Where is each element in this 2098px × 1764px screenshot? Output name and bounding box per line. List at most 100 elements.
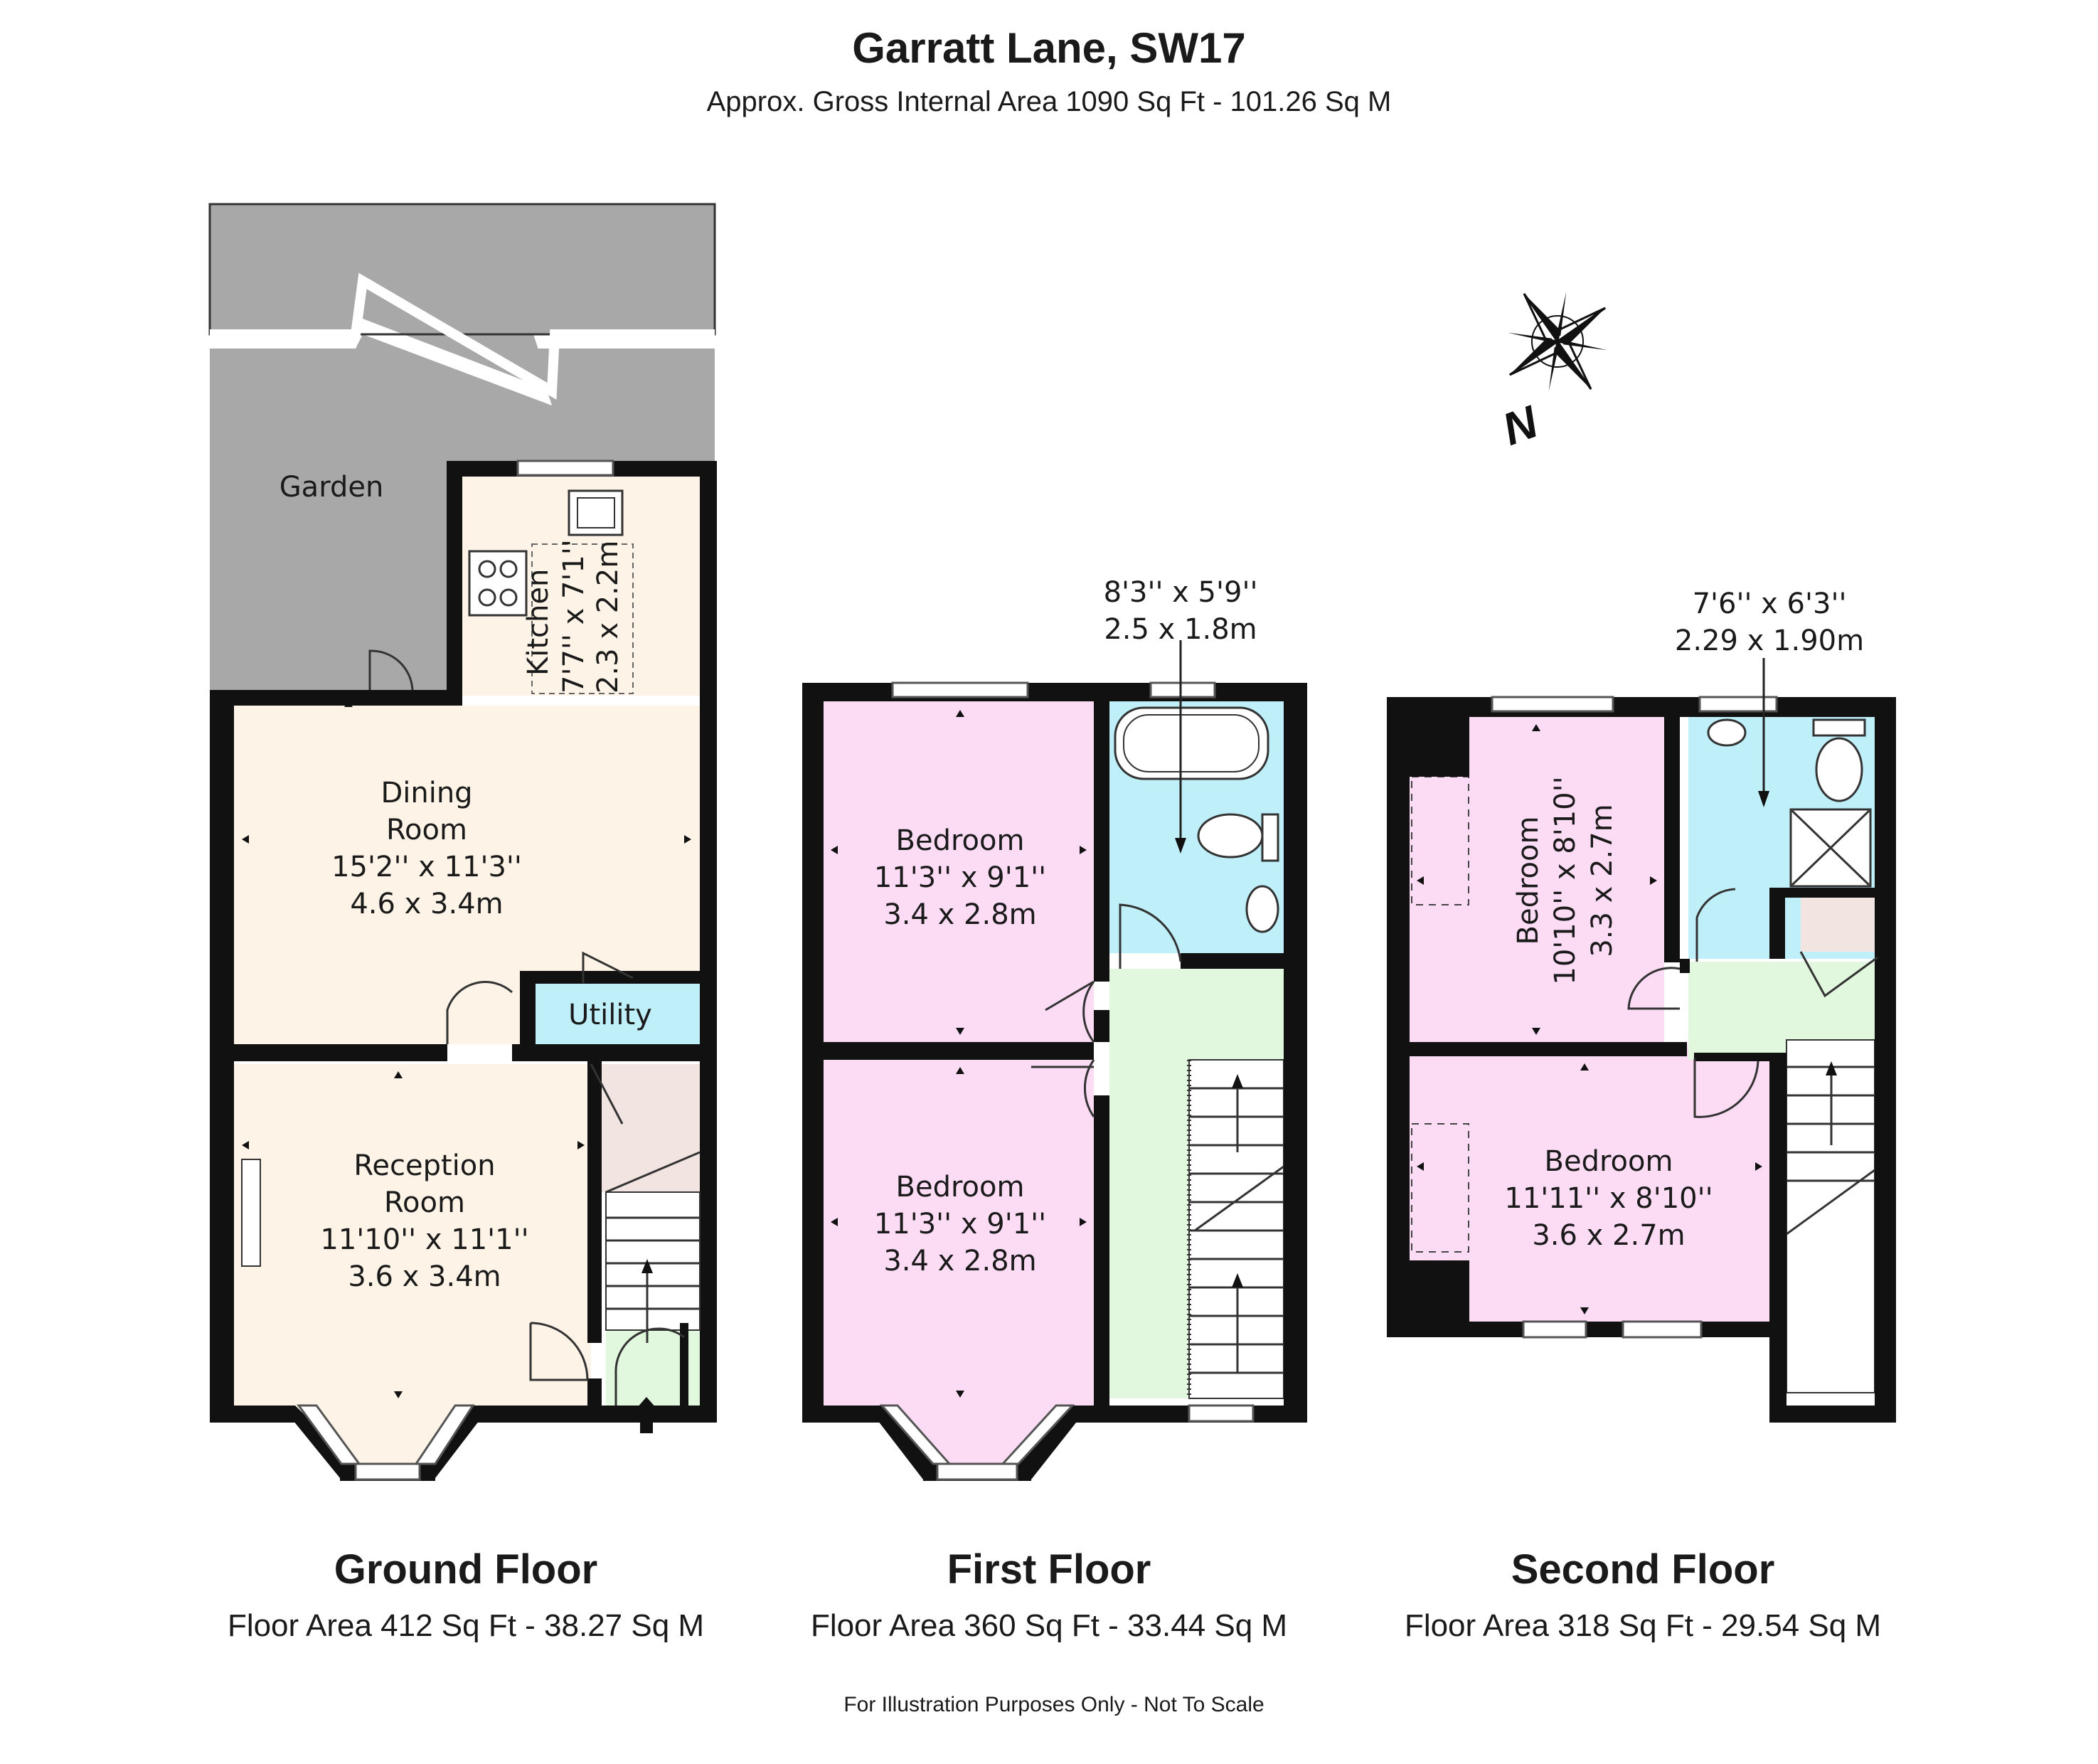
bedroom-window-left (1522, 1320, 1587, 1339)
disclaimer-footer: For Illustration Purposes Only - Not To … (843, 1693, 1264, 1716)
shower-door-icon (1695, 888, 1736, 962)
wall (1387, 697, 1410, 1337)
utility-door-icon (582, 951, 634, 983)
first-floor-title: First Floor (947, 1546, 1151, 1593)
garden-door-icon (368, 649, 414, 691)
wall (1094, 701, 1109, 982)
wall (281, 1406, 356, 1478)
bedroom-door-icon (1045, 980, 1095, 1043)
bay-window (354, 1462, 421, 1481)
wall (1017, 1406, 1090, 1479)
bedroom-window-right (1622, 1320, 1703, 1339)
bathroom-window (1149, 681, 1216, 698)
bedroom-rear-door-icon (1084, 1059, 1095, 1117)
second-dimension-ticks (1417, 724, 1762, 1314)
first-bathroom-imperial: 8'3'' x 5'9'' (1104, 576, 1258, 609)
wall (1094, 1095, 1109, 1406)
dining-metric: 4.6 x 3.4m (350, 888, 503, 920)
toilet-icon (1815, 737, 1863, 802)
wall (1875, 697, 1896, 1423)
kitchen-imperial: 7'7'' x 7'1'' (558, 539, 590, 694)
stair-window (1188, 1404, 1255, 1423)
wall (520, 971, 700, 984)
entrance-arrow-icon (640, 1412, 653, 1433)
bedroom-rear (824, 1060, 1094, 1406)
compass-rose-icon (1508, 292, 1607, 391)
second-shower-imperial: 7'6'' x 6'3'' (1693, 588, 1847, 620)
wall (802, 1406, 880, 1423)
dining-imperial: 15'2'' x 11'3'' (331, 851, 522, 883)
wall (210, 690, 234, 1421)
bedroom-front (824, 701, 1094, 1042)
first-bedroom-bottom-metric: 3.4 x 2.8m (883, 1245, 1036, 1277)
hob-icon (468, 550, 528, 617)
wall (802, 683, 824, 1423)
second-bedroom-top-imperial: 10'10'' x 8'10'' (1549, 776, 1582, 984)
first-bedroom-top-metric: 3.4 x 2.8m (883, 898, 1036, 931)
bath-icon (1114, 706, 1269, 780)
store-door-icon (590, 1063, 624, 1125)
bedroom-top-door-icon (1627, 967, 1681, 1010)
reception-door-icon (529, 1322, 589, 1381)
wall (520, 971, 536, 1061)
wall (1284, 683, 1307, 1423)
shower-window (1698, 696, 1778, 713)
kitchen-worktop (531, 543, 634, 694)
bay-window-left (879, 1404, 952, 1465)
first-floor-plan: 8'3'' x 5'9'' 2.5 x 1.8m Bedroom 11'3'' … (802, 576, 1307, 1643)
first-stairs (1187, 1059, 1284, 1399)
utility-label: Utility (568, 999, 652, 1031)
wall (824, 1042, 1094, 1060)
bedroom-bottom-door-icon (1693, 1058, 1759, 1118)
second-cupboard (1801, 898, 1875, 952)
cupboard-door-icon (1799, 951, 1878, 998)
bathroom-door-icon (1119, 903, 1182, 969)
second-bedroom-bottom-name: Bedroom (1545, 1145, 1673, 1178)
second-bedroom-top-name: Bedroom (1512, 817, 1545, 945)
first-landing (1109, 969, 1284, 1398)
wall (1769, 1060, 1787, 1322)
understairs-store (591, 1064, 700, 1192)
second-floor-plan: 7'6'' x 6'3'' 2.29 x 1.90m Bedroom 10'10… (1387, 588, 1896, 1643)
ground-floor-plan: Garden (208, 203, 717, 1643)
first-dimension-ticks (831, 710, 1087, 1398)
wall (1694, 1053, 1787, 1061)
toilet-icon (1197, 813, 1264, 859)
bedroom-window (891, 681, 1029, 698)
reception-label-2: Room (384, 1186, 465, 1219)
cistern-icon (1812, 718, 1866, 737)
wall (587, 1061, 602, 1343)
second-shower-metric: 2.29 x 1.90m (1675, 625, 1864, 657)
wall (866, 1406, 937, 1479)
second-bedroom-bottom-metric: 3.6 x 2.7m (1532, 1219, 1685, 1252)
second-landing (1688, 962, 1878, 1060)
reception-metric: 3.6 x 3.4m (348, 1260, 501, 1293)
second-floor-title: Second Floor (1511, 1546, 1775, 1593)
wall (587, 1378, 602, 1407)
kitchen-window (516, 459, 614, 477)
second-bedroom-top-metric: 3.3 x 2.7m (1586, 804, 1619, 957)
reception-imperial: 11'10'' x 11'1'' (320, 1223, 528, 1256)
second-bedroom-bottom-imperial: 11'11'' x 8'10'' (1504, 1182, 1713, 1215)
bay-window (936, 1462, 1018, 1481)
reception-label-1: Reception (353, 1149, 495, 1182)
second-stairs (1786, 1039, 1875, 1393)
wall (1387, 697, 1896, 717)
kitchen-metric: 2.3 x 2.2m (592, 541, 624, 694)
bay-window-left (297, 1404, 361, 1465)
page-title: Garratt Lane, SW17 (852, 24, 1246, 72)
wall (234, 1044, 447, 1061)
wall (1094, 1010, 1109, 1042)
wall (210, 1406, 295, 1423)
wall (1181, 953, 1284, 969)
bay-window-right (414, 1404, 475, 1465)
wall (473, 1406, 717, 1423)
first-bedroom-bottom-name: Bedroom (896, 1171, 1025, 1204)
compass-north-label: N (1496, 395, 1545, 455)
wall (512, 1044, 700, 1061)
bedroom-second-bottom (1410, 1038, 1769, 1322)
ground-dimension-ticks (242, 700, 691, 1398)
fireplace (241, 1159, 261, 1267)
front-door-icon (614, 1327, 685, 1406)
